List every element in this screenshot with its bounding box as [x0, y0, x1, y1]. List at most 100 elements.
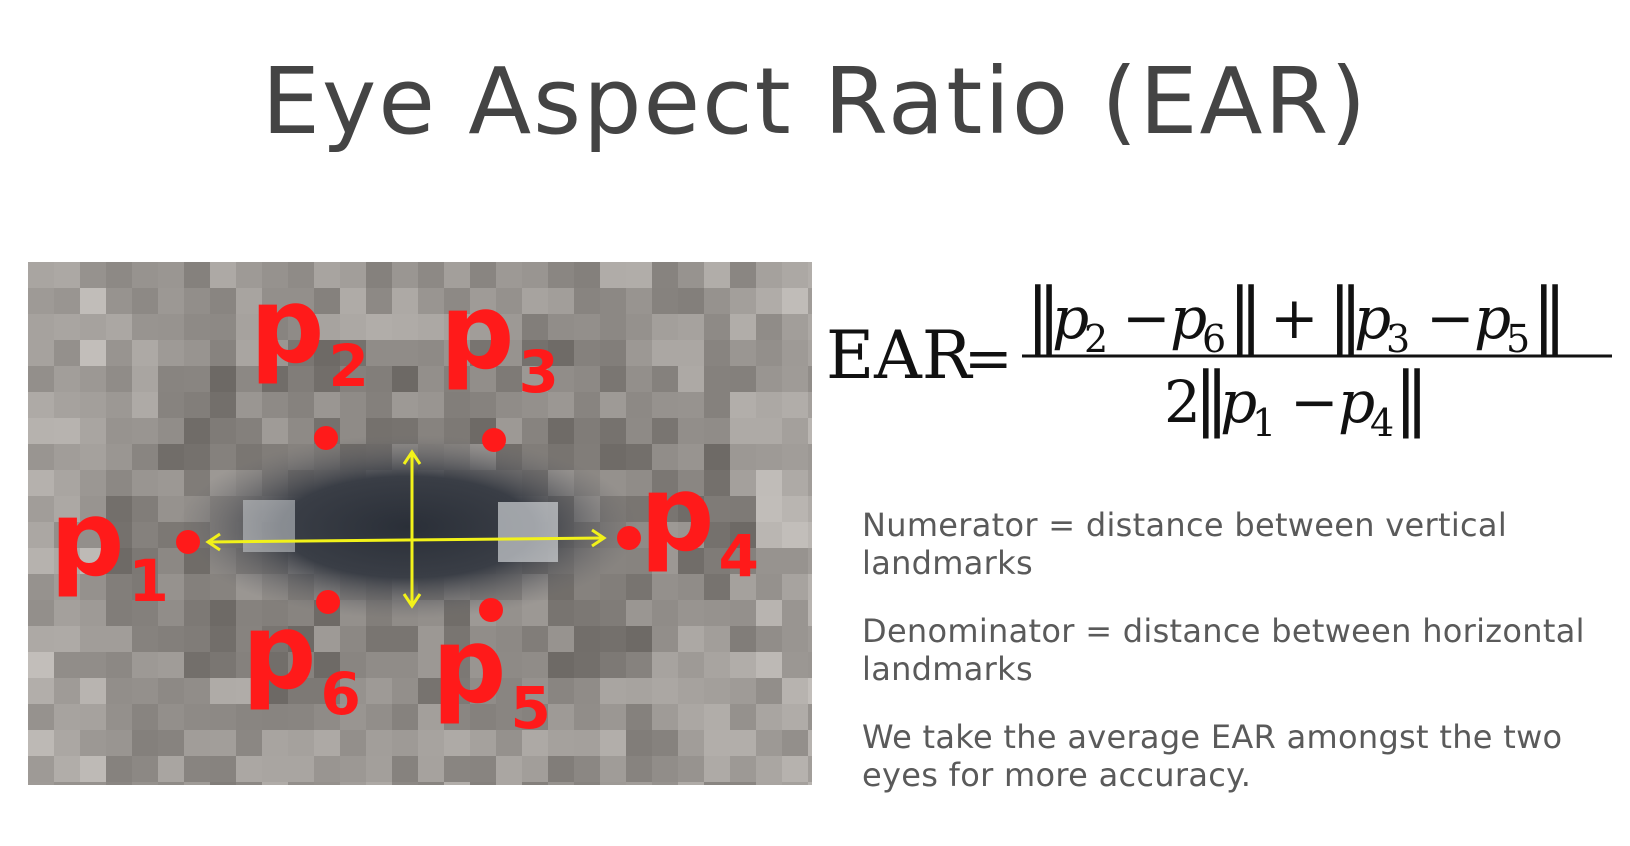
- mosaic-pixel: [756, 392, 782, 418]
- mosaic-pixel: [574, 340, 600, 366]
- mosaic-pixel: [522, 340, 548, 366]
- mosaic-pixel: [54, 418, 80, 444]
- mosaic-pixel: [678, 626, 704, 652]
- mosaic-pixel: [158, 704, 184, 730]
- mosaic-pixel: [730, 756, 756, 782]
- mosaic-pixel: [132, 314, 158, 340]
- mosaic-pixel: [158, 574, 184, 600]
- mosaic-pixel: [548, 652, 574, 678]
- mosaic-pixel: [158, 626, 184, 652]
- mosaic-pixel: [80, 314, 106, 340]
- mosaic-pixel: [314, 704, 340, 730]
- numerator-sub-c: 3: [1386, 317, 1410, 361]
- mosaic-pixel: [314, 730, 340, 756]
- mosaic-pixel: [392, 340, 418, 366]
- mosaic-pixel: [314, 392, 340, 418]
- mosaic-pixel: [28, 652, 54, 678]
- vertical-arrow-head-top: [402, 449, 422, 465]
- iris-highlight-right: [498, 502, 558, 562]
- mosaic-pixel: [288, 756, 314, 782]
- mosaic-pixel: [808, 652, 812, 678]
- horizontal-arrow-head-right: [591, 528, 607, 548]
- mosaic-pixel: [652, 730, 678, 756]
- mosaic-pixel: [548, 366, 574, 392]
- mosaic-pixel: [522, 314, 548, 340]
- mosaic-pixel: [80, 704, 106, 730]
- mosaic-pixel: [210, 288, 236, 314]
- norm-bar-open-3: ‖: [1194, 357, 1229, 439]
- mosaic-pixel: [782, 444, 808, 470]
- mosaic-pixel: [158, 652, 184, 678]
- mosaic-pixel: [54, 782, 80, 785]
- mosaic-pixel: [704, 782, 730, 785]
- mosaic-pixel: [496, 314, 522, 340]
- mosaic-pixel: [626, 314, 652, 340]
- mosaic-pixel: [470, 704, 496, 730]
- mosaic-pixel: [652, 600, 678, 626]
- denominator-sub-a: 1: [1252, 401, 1276, 445]
- mosaic-pixel: [678, 756, 704, 782]
- mosaic-pixel: [522, 678, 548, 704]
- mosaic-pixel: [54, 574, 80, 600]
- mosaic-pixel: [678, 548, 704, 574]
- mosaic-pixel: [730, 262, 756, 288]
- mosaic-pixel: [600, 444, 626, 470]
- mosaic-pixel: [444, 366, 470, 392]
- mosaic-pixel: [184, 288, 210, 314]
- mosaic-pixel: [470, 756, 496, 782]
- mosaic-pixel: [704, 288, 730, 314]
- norm-bar-open-2: ‖: [1328, 282, 1363, 355]
- mosaic-pixel: [808, 522, 812, 548]
- mosaic-pixel: [678, 418, 704, 444]
- formula-lhs: EAR: [826, 317, 974, 394]
- mosaic-pixel: [704, 340, 730, 366]
- mosaic-pixel: [132, 444, 158, 470]
- mosaic-pixel: [340, 262, 366, 288]
- mosaic-pixel: [262, 626, 288, 652]
- mosaic-pixel: [626, 704, 652, 730]
- mosaic-pixel: [600, 600, 626, 626]
- mosaic-pixel: [184, 600, 210, 626]
- mosaic-pixel: [132, 470, 158, 496]
- mosaic-pixel: [158, 782, 184, 785]
- mosaic-pixel: [756, 678, 782, 704]
- mosaic-pixel: [782, 626, 808, 652]
- mosaic-pixel: [652, 704, 678, 730]
- mosaic-pixel: [756, 704, 782, 730]
- mosaic-pixel: [678, 392, 704, 418]
- mosaic-pixel: [80, 626, 106, 652]
- mosaic-pixel: [132, 496, 158, 522]
- mosaic-pixel: [600, 392, 626, 418]
- mosaic-pixel: [730, 652, 756, 678]
- mosaic-pixel: [678, 496, 704, 522]
- mosaic-pixel: [574, 314, 600, 340]
- mosaic-pixel: [314, 262, 340, 288]
- mosaic-pixel: [782, 340, 808, 366]
- mosaic-pixel: [288, 288, 314, 314]
- mosaic-pixel: [366, 730, 392, 756]
- mosaic-pixel: [210, 366, 236, 392]
- mosaic-pixel: [678, 314, 704, 340]
- mosaic-pixel: [158, 366, 184, 392]
- mosaic-pixel: [496, 366, 522, 392]
- denominator-p-b: p: [1338, 368, 1375, 436]
- mosaic-pixel: [548, 340, 574, 366]
- mosaic-pixel: [236, 678, 262, 704]
- mosaic-pixel: [236, 288, 262, 314]
- mosaic-pixel: [340, 626, 366, 652]
- mosaic-pixel: [704, 444, 730, 470]
- mosaic-pixel: [444, 756, 470, 782]
- mosaic-pixel: [470, 262, 496, 288]
- mosaic-pixel: [704, 522, 730, 548]
- mosaic-pixel: [574, 652, 600, 678]
- mosaic-pixel: [730, 392, 756, 418]
- mosaic-pixel: [600, 340, 626, 366]
- mosaic-pixel: [730, 600, 756, 626]
- numerator-minus-2: −: [1426, 284, 1475, 352]
- measurement-arrows: [205, 449, 607, 609]
- mosaic-pixel: [704, 730, 730, 756]
- mosaic-pixel: [730, 574, 756, 600]
- mosaic-pixel: [132, 522, 158, 548]
- mosaic-pixel: [808, 392, 812, 418]
- mosaic-pixel: [808, 418, 812, 444]
